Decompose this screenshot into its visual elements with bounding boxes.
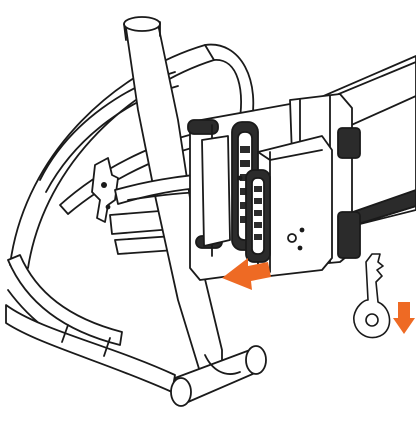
bottom-bracket: [170, 345, 267, 407]
seat-stay-arch: [9, 44, 215, 269]
key-icon: [353, 253, 391, 339]
battery-connector: [237, 135, 333, 277]
chain-stay: [7, 254, 123, 346]
orange-down-arrow-icon: [393, 302, 415, 334]
seat-tube-opening: [123, 16, 161, 32]
orange-pull-arrow-icon: [222, 258, 271, 290]
bicycle-frame: [5, 16, 267, 407]
